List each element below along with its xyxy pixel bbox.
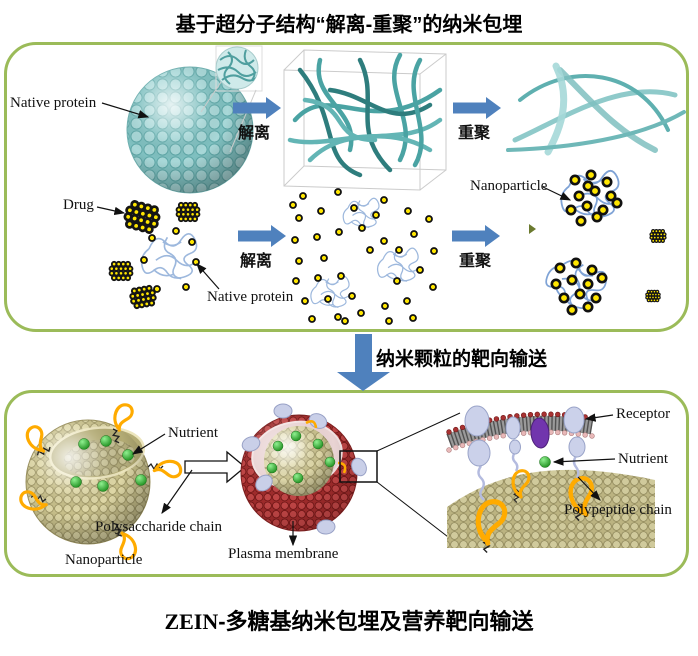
reaggregation-arrow-2 [452, 225, 500, 247]
drug-label: Drug [63, 197, 94, 214]
zoom-callout [340, 413, 460, 540]
reaggregation-label-2: 重聚 [459, 247, 491, 271]
free-drug-dots [141, 228, 199, 292]
nutrient-label-left: Nutrient [168, 425, 218, 442]
receptor-label: Receptor [616, 406, 670, 423]
native-protein-label-1: Native protein [10, 95, 96, 112]
nanoparticle-label-2: Nanoparticle [65, 552, 142, 569]
nanoparticle-sphere [19, 403, 181, 561]
native-protein-label-2: Native protein [207, 289, 293, 306]
dissociated-mixture [290, 189, 437, 324]
membrane-detail [447, 406, 655, 553]
polysaccharide-chain-label: Polysaccharide chain [95, 519, 222, 536]
loose-fibers [508, 66, 684, 152]
bottom-title-zh: -多糖基纳米包埋及营养靶向输送 [218, 609, 533, 634]
dissociation-label-2: 解离 [240, 247, 272, 271]
dissociation-arrow-2 [238, 225, 286, 247]
plasma-membrane-sphere [240, 404, 369, 535]
transform-arrow [185, 452, 245, 482]
protein-network-cube [284, 50, 446, 190]
nanoparticle-clusters [529, 171, 666, 315]
top-title: 基于超分子结构“解离-重聚”的纳米包埋 [0, 8, 698, 37]
polypeptide-chain-label: Polypeptide chain [564, 502, 672, 519]
middle-caption: 纳米颗粒的靶向输送 [376, 344, 547, 371]
dissociation-label-1: 解离 [238, 119, 270, 143]
nutrient-label-right: Nutrient [618, 451, 668, 468]
plasma-membrane-label: Plasma membrane [228, 546, 338, 563]
bottom-title: ZEIN-多糖基纳米包埋及营养靶向输送 [0, 604, 698, 636]
reaggregation-label-1: 重聚 [458, 119, 490, 143]
nanoparticle-label-1: Nanoparticle [470, 178, 547, 195]
bottom-title-en: ZEIN [164, 609, 218, 634]
nutrient-dot [540, 457, 551, 468]
drug-clusters [110, 200, 200, 309]
reaggregation-arrow-1 [453, 97, 501, 119]
